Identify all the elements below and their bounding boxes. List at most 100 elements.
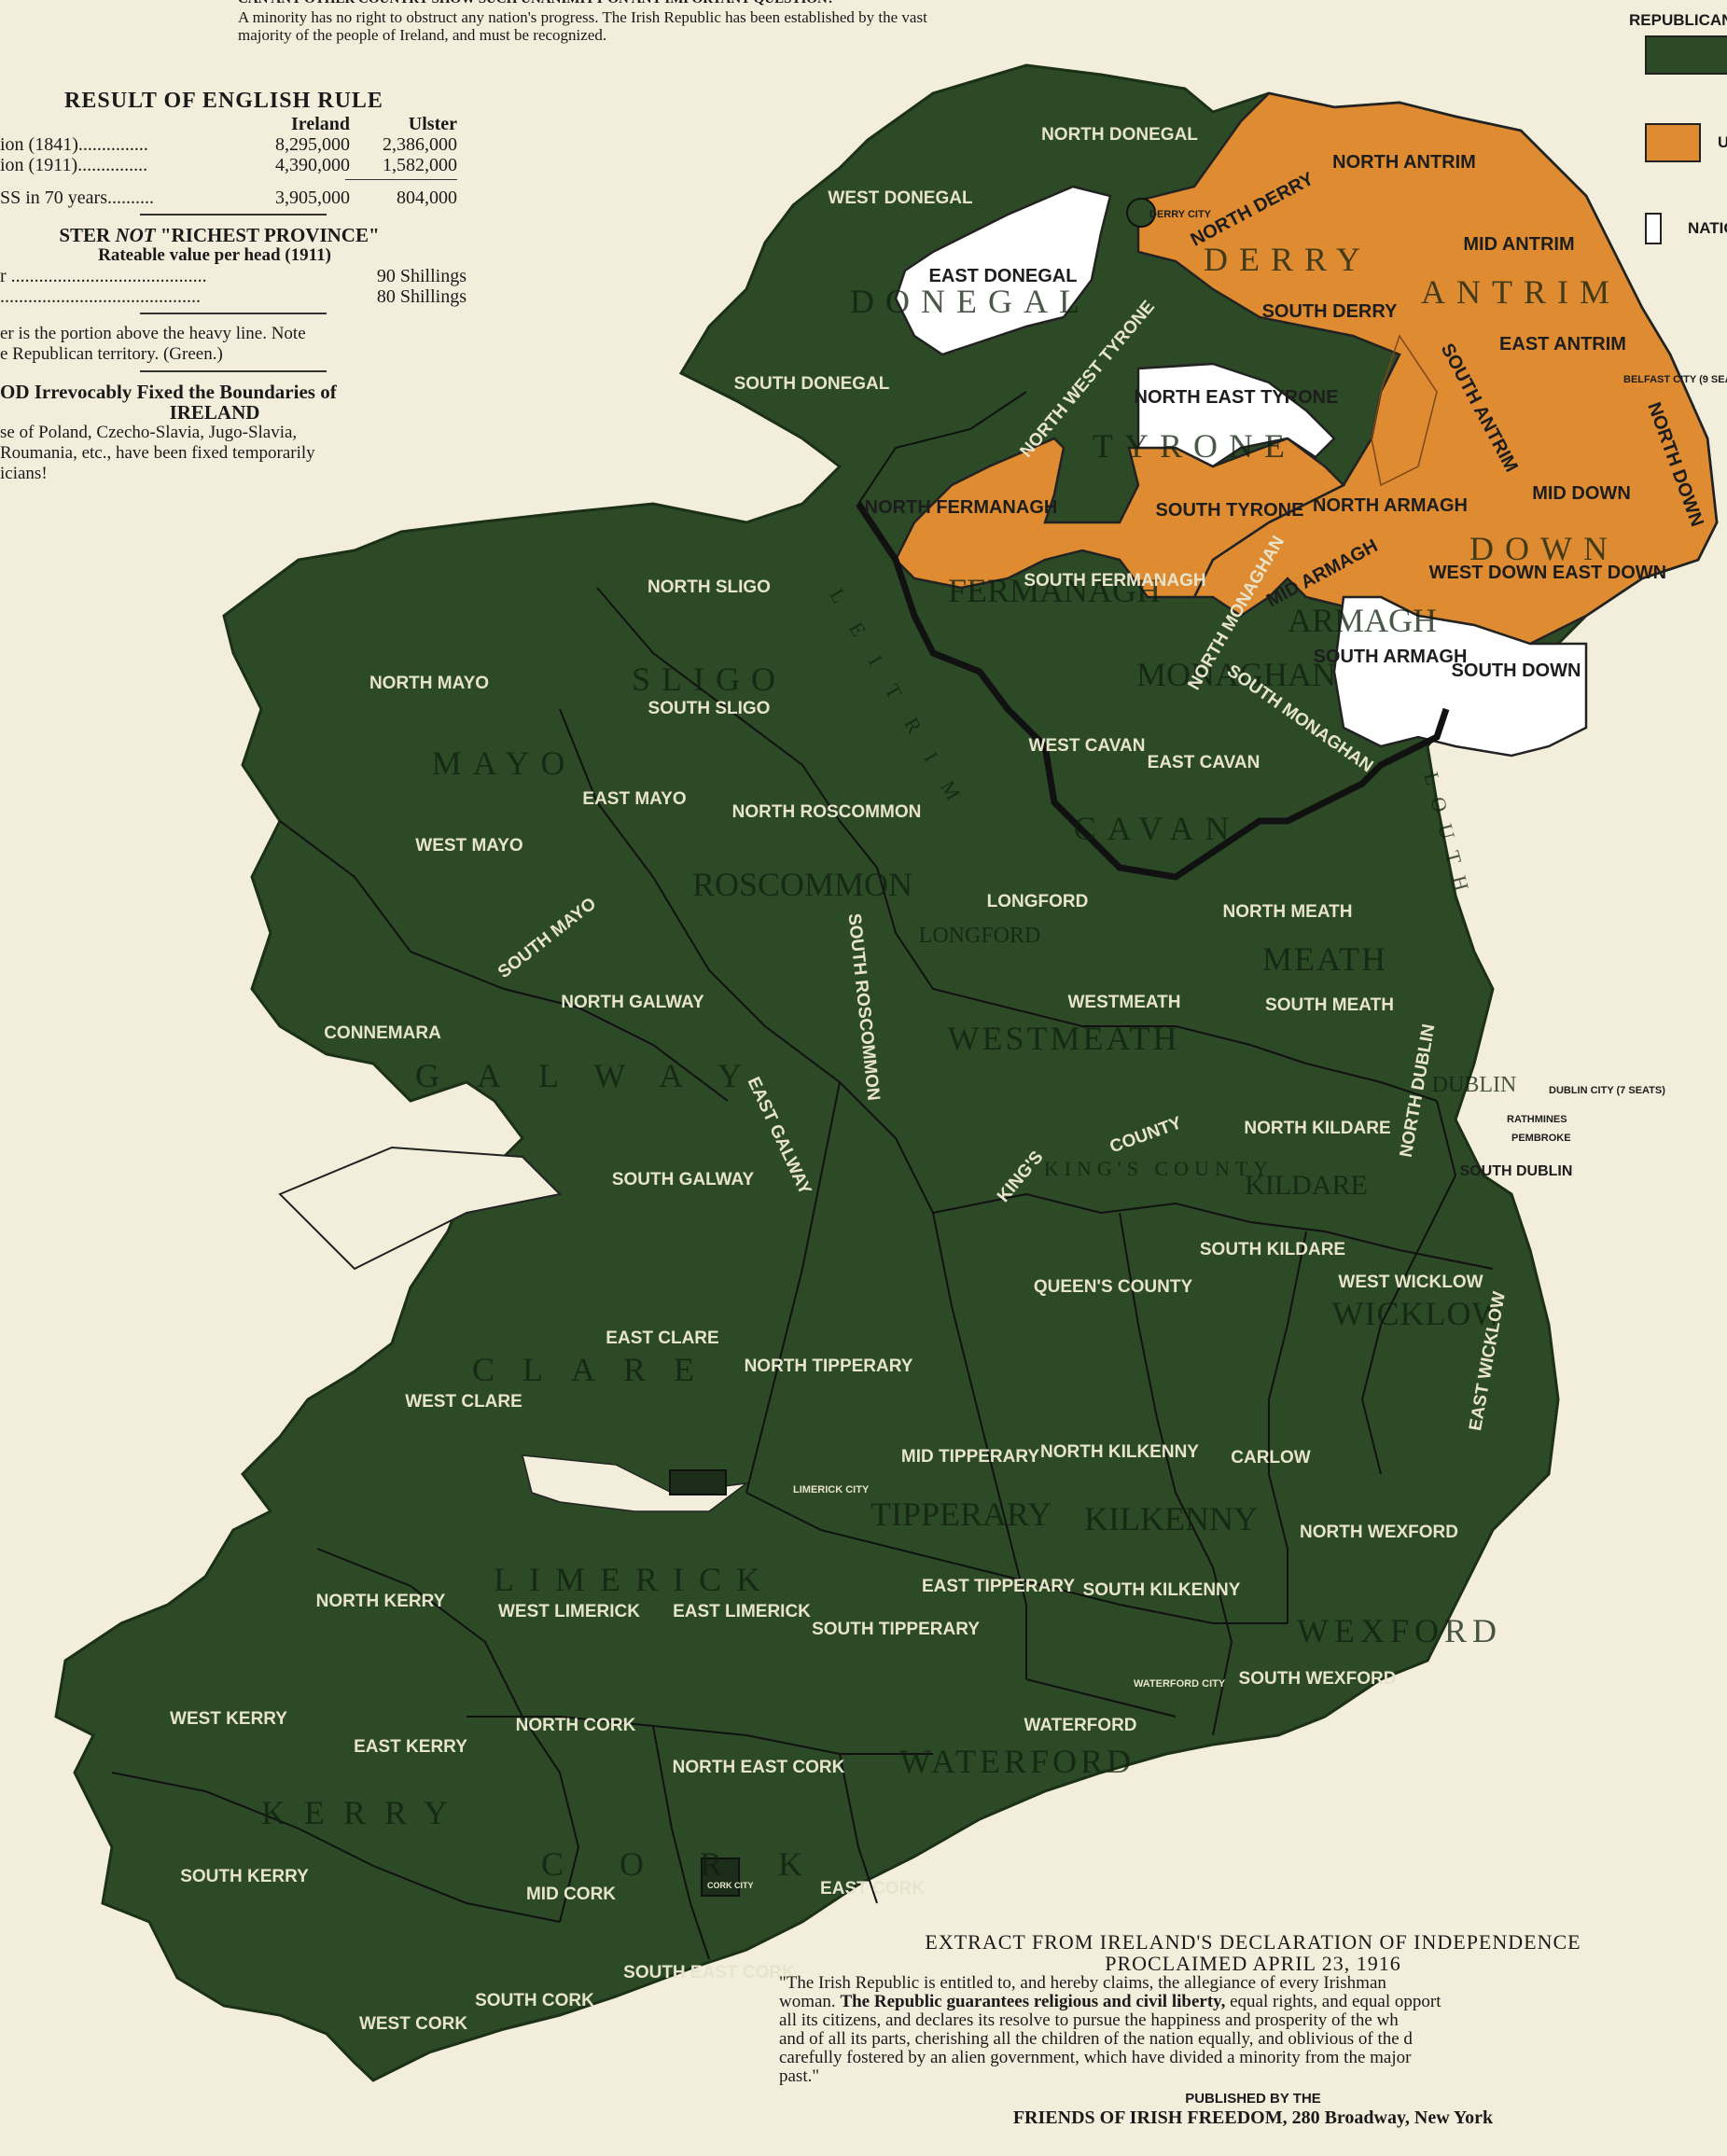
stats-row: ion (1841)............... 8,295,000 2,38…	[0, 134, 457, 155]
publisher-name: FRIENDS OF IRISH FREEDOM, 280 Broadway, …	[1012, 2107, 1494, 2128]
county-roscommon: ROSCOMMON	[692, 866, 912, 903]
published-by: PUBLISHED BY THE	[1185, 2091, 1321, 2107]
intro-question: CAN ANY OTHER COUNTRY SHOW SUCH UNANIMIT…	[238, 0, 1171, 8]
label-south-wexford: SOUTH WEXFORD	[1239, 1669, 1397, 1689]
county-kilkenny: KILKENNY	[1084, 1500, 1258, 1537]
note-line-2: e Republican territory. (Green.)	[0, 344, 223, 364]
label-north-tipperary: NORTH TIPPERARY	[745, 1356, 913, 1376]
county-kerry: KERRY	[261, 1794, 467, 1831]
label-north-kerry: NORTH KERRY	[316, 1592, 446, 1611]
divider	[140, 214, 327, 216]
unionist-fermanagh-tyrone	[894, 437, 1346, 599]
label-south-tipperary: SOUTH TIPPERARY	[812, 1620, 980, 1639]
declaration-body: "The Irish Republic is entitled to, and …	[779, 1973, 1441, 2086]
stats-header-row: Ireland Ulster	[0, 114, 467, 134]
intro-line-1: A minority has no right to obstruct any …	[238, 8, 927, 26]
stats-row: SS in 70 years.......... 3,905,000 804,0…	[0, 188, 457, 208]
label-south-kilkenny: SOUTH KILKENNY	[1083, 1580, 1241, 1600]
label-south-kildare: SOUTH KILDARE	[1200, 1240, 1345, 1259]
label-east-tipperary: EAST TIPPERARY	[922, 1577, 1075, 1596]
label-east-down: EAST DOWN	[1553, 563, 1666, 583]
legend-republican-label: REPUBLICAN	[1629, 11, 1727, 29]
label-north-kilkenny: NORTH KILKENNY	[1040, 1442, 1199, 1462]
label-pembroke: PEMBROKE	[1511, 1133, 1571, 1144]
label-north-mayo: NORTH MAYO	[369, 674, 489, 693]
shannon-estuary	[522, 1454, 749, 1512]
label-west-cork: WEST CORK	[359, 2014, 467, 2034]
label-limerick-city: LIMERICK CITY	[793, 1484, 870, 1495]
label-north-kildare: NORTH KILDARE	[1244, 1119, 1390, 1138]
label-queens-county: QUEEN'S COUNTY	[1034, 1277, 1193, 1297]
label-north-cork: NORTH CORK	[516, 1716, 636, 1735]
county-kings-label: KING'S COUNTY	[1044, 1157, 1274, 1180]
legend-nationalist-swatch	[1645, 213, 1662, 244]
god-line-3: icians!	[0, 464, 48, 483]
county-cork: CORK	[541, 1845, 858, 1883]
label-waterford: WATERFORD	[1024, 1716, 1136, 1735]
divider	[140, 370, 327, 372]
county-monaghan: MONAGHAN	[1136, 656, 1336, 693]
god-title-1: OD Irrevocably Fixed the Boundaries of	[0, 381, 337, 403]
map-legend: REPUBLICAN UNION NATIONA	[1587, 0, 1727, 271]
label-east-clare: EAST CLARE	[606, 1328, 718, 1348]
label-east-antrim: EAST ANTRIM	[1499, 334, 1626, 355]
label-south-cork: SOUTH CORK	[475, 1991, 594, 2010]
limerick-city-block	[669, 1469, 727, 1495]
label-east-limerick: EAST LIMERICK	[673, 1602, 811, 1621]
shillings-row: ........................................…	[0, 286, 467, 307]
god-line-2: Roumania, etc., have been fixed temporar…	[0, 443, 315, 463]
county-longford: LONGFORD	[919, 924, 1041, 948]
label-south-tyrone: SOUTH TYRONE	[1156, 500, 1304, 521]
ulster-border	[856, 502, 1450, 881]
county-westmeath: WESTMEATH	[948, 1020, 1180, 1057]
county-tyrone: TYRONE	[1093, 427, 1296, 465]
label-south-down: SOUTH DOWN	[1452, 661, 1581, 681]
stats-column: RESULT OF ENGLISH RULE Ireland Ulster io…	[0, 89, 467, 484]
legend-nationalist: NATIONA	[1645, 213, 1727, 244]
county-armagh: ARMAGH	[1288, 602, 1437, 639]
county-cavan: CAVAN	[1074, 810, 1241, 847]
divider	[140, 313, 327, 314]
label-east-kerry: EAST KERRY	[354, 1737, 467, 1757]
label-north-armagh: NORTH ARMAGH	[1313, 495, 1468, 516]
county-waterford: WATERFORD	[899, 1743, 1135, 1780]
legend-unionist: UNION	[1645, 123, 1727, 162]
county-wicklow: WICKLOW	[1332, 1295, 1505, 1332]
county-kildare: KILDARE	[1245, 1170, 1368, 1201]
col-ulster: Ulster	[408, 114, 457, 134]
intro-line-2: majority of the people of Ireland, and m…	[238, 26, 607, 44]
label-north-donegal: NORTH DONEGAL	[1041, 125, 1198, 145]
label-south-east-cork: SOUTH EAST CORK	[623, 1963, 795, 1982]
stats-row: ion (1911)............... 4,390,000 1,58…	[0, 155, 457, 175]
declaration-date: PROCLAIMED APRIL 23, 1916	[1105, 1952, 1401, 1975]
label-west-clare: WEST CLARE	[405, 1392, 522, 1412]
label-westmeath: WESTMEATH	[1067, 993, 1180, 1012]
label-mid-tipperary: MID TIPPERARY	[901, 1447, 1039, 1467]
county-fermanagh: FERMANAGH	[948, 572, 1161, 609]
label-belfast-city: BELFAST CITY (9 SEATS)	[1623, 374, 1727, 385]
county-mayo: MAYO	[432, 744, 577, 782]
richest-subtitle: Rateable value per head (1911)	[98, 245, 331, 265]
label-east-donegal: EAST DONEGAL	[929, 266, 1078, 286]
constituency-borders	[111, 391, 1494, 1960]
richest-title: STER NOT "RICHEST PROVINCE"	[59, 224, 380, 246]
label-connemara: CONNEMARA	[324, 1023, 441, 1043]
label-mid-antrim: MID ANTRIM	[1463, 234, 1574, 255]
county-clare: CLARE	[472, 1351, 722, 1388]
nationalist-ne-tyrone	[1136, 362, 1336, 468]
county-dublin: DUBLIN	[1432, 1073, 1517, 1097]
label-south-fermanagh: SOUTH FERMANAGH	[1024, 571, 1205, 591]
nationalist-south-armagh-down	[1332, 595, 1588, 758]
label-south-armagh: SOUTH ARMAGH	[1314, 647, 1468, 667]
county-tipperary: TIPPERARY	[870, 1495, 1052, 1533]
label-east-cavan: EAST CAVAN	[1148, 753, 1260, 772]
label-west-mayo: WEST MAYO	[415, 836, 522, 855]
label-south-meath: SOUTH MEATH	[1265, 995, 1394, 1015]
county-galway: GALWAY	[415, 1057, 779, 1094]
label-south-sligo: SOUTH SLIGO	[648, 699, 771, 718]
stats-title: RESULT OF ENGLISH RULE	[64, 89, 383, 113]
god-line-1: se of Poland, Czecho-Slavia, Jugo-Slavia…	[0, 423, 298, 442]
label-south-dublin: SOUTH DUBLIN	[1460, 1163, 1573, 1179]
label-mid-down: MID DOWN	[1532, 483, 1631, 504]
county-antrim: ANTRIM	[1421, 273, 1621, 311]
